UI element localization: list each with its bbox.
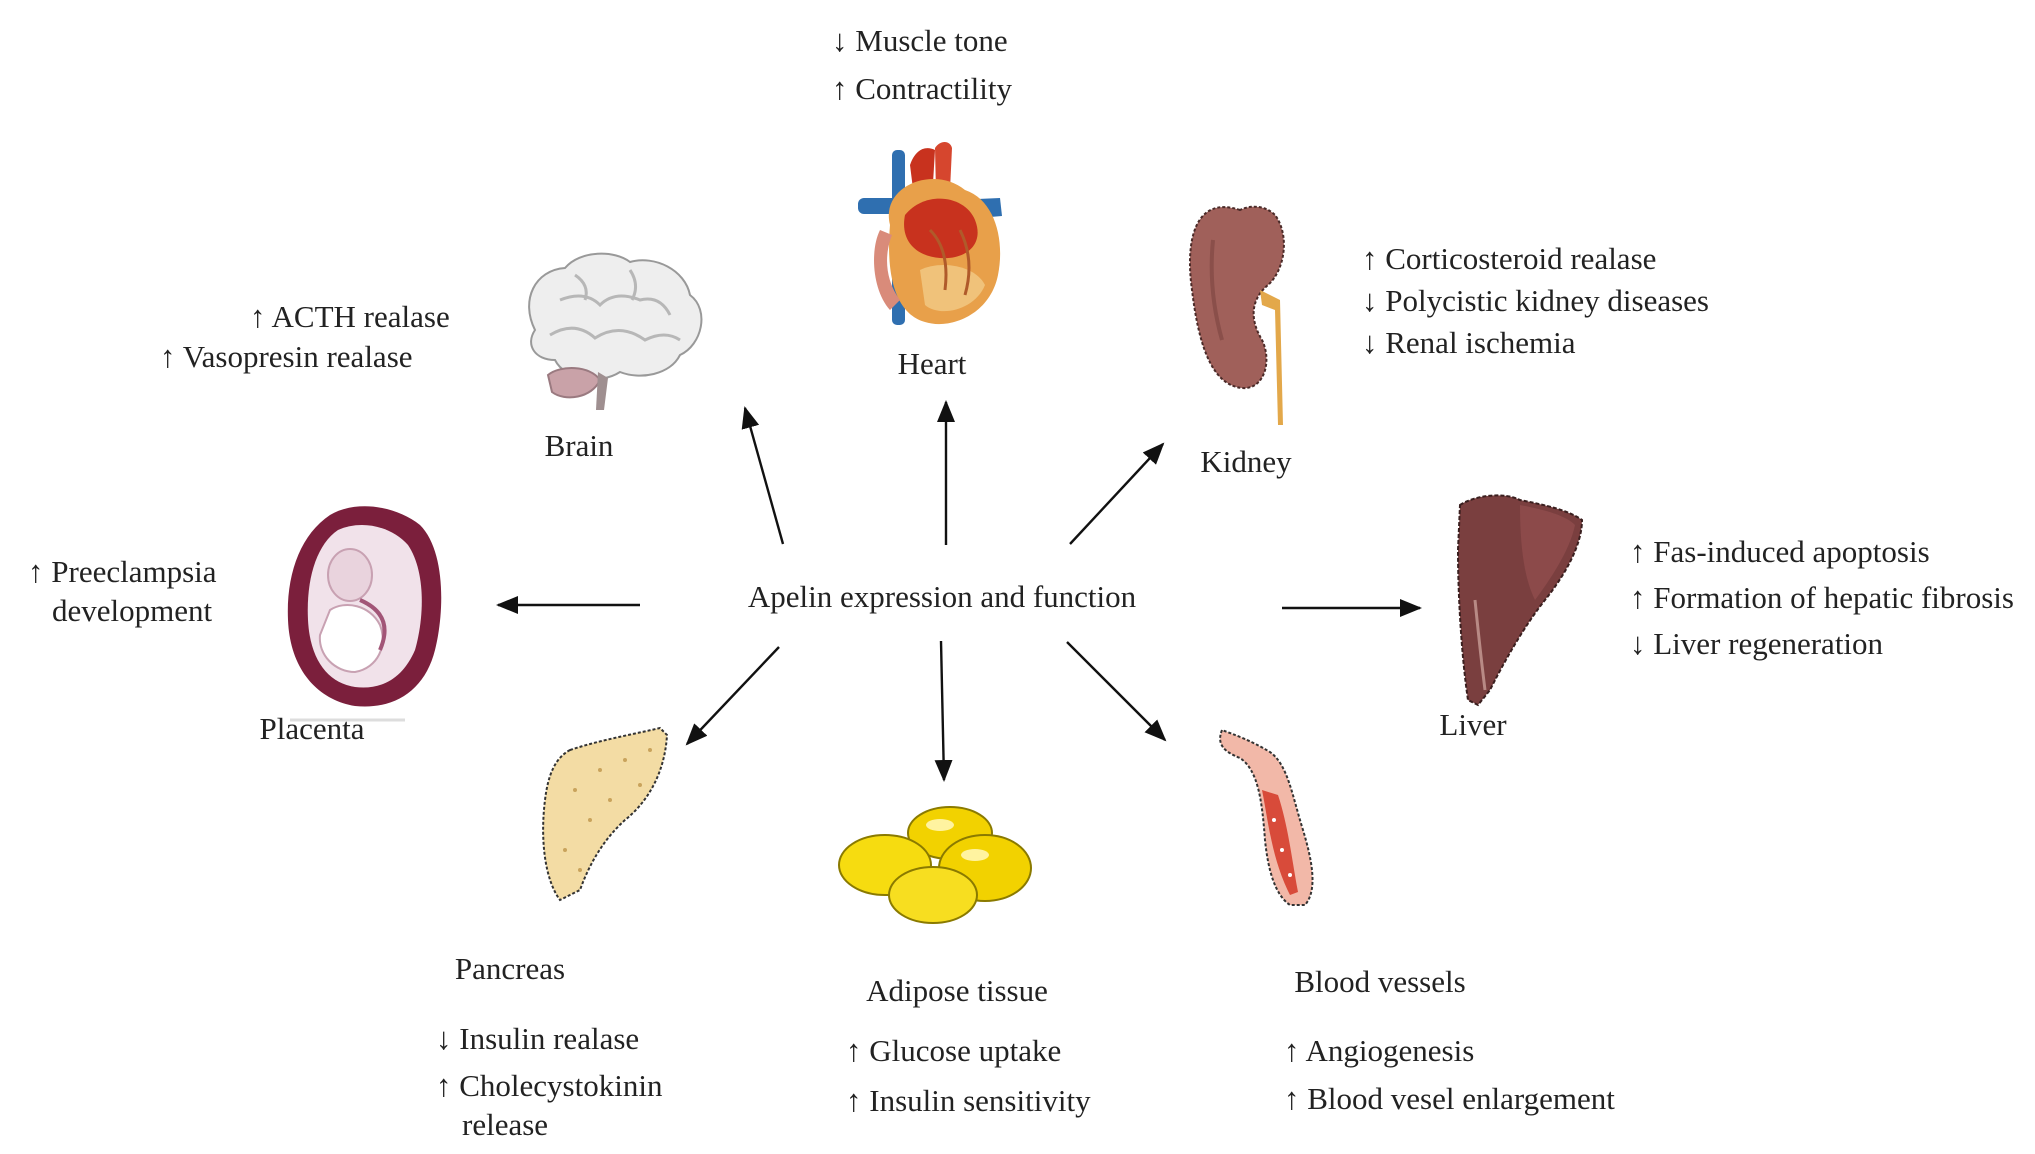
placenta-effect-1: ↑ Preeclampsia: [28, 554, 217, 589]
heart-effect-2: ↑ Contractility: [832, 71, 1012, 106]
brain-effect-1: ↑ ACTH realase: [250, 299, 450, 334]
blood-vessels-effect-2: ↑ Blood vesel enlargement: [1284, 1081, 1615, 1116]
adipose-effect-2: ↑ Insulin sensitivity: [846, 1083, 1091, 1118]
pancreas-icon: [542, 726, 669, 902]
pancreas-effect-2: ↑ Cholecystokinin: [436, 1068, 663, 1103]
adipose-effect-1: ↑ Glucose uptake: [846, 1033, 1062, 1068]
arrow-to-brain: [741, 406, 785, 545]
pancreas-effect-1: ↓ Insulin realase: [436, 1021, 640, 1056]
arrow-to-pancreas: [685, 646, 780, 746]
center-label: Apelin expression and function: [747, 579, 1137, 614]
blood-vessels-effect-1: ↑ Angiogenesis: [1284, 1033, 1475, 1068]
brain-effect-2: ↑ Vasopresin realase: [160, 339, 413, 374]
brain-label: Brain: [544, 428, 614, 463]
arrow-to-adipose: [934, 640, 953, 782]
arrow-to-kidney: [1069, 442, 1165, 545]
adipose-icon: [838, 806, 1032, 924]
kidney-icon: [1189, 205, 1285, 425]
arrows: [496, 400, 1422, 782]
placenta-icon: [287, 506, 442, 722]
liver-icon: [1456, 494, 1584, 707]
kidney-label: Kidney: [1200, 444, 1292, 479]
kidney-effect-3: ↓ Renal ischemia: [1362, 325, 1576, 360]
liver-effect-2: ↑ Formation of hepatic fibrosis: [1630, 580, 2014, 615]
pancreas-label: Pancreas: [454, 951, 566, 986]
blood-vessel-icon: [1219, 728, 1314, 906]
heart-label: Heart: [897, 346, 967, 381]
adipose-label: Adipose tissue: [866, 973, 1048, 1008]
kidney-effect-2: ↓ Polycistic kidney diseases: [1362, 283, 1709, 318]
arrow-to-blood-vessels: [1066, 641, 1167, 742]
liver-effect-3: ↓ Liver regeneration: [1630, 626, 1884, 661]
kidney-effect-1: ↑ Corticosteroid realase: [1362, 241, 1657, 276]
brain-icon: [528, 252, 703, 410]
placenta-label: Placenta: [259, 711, 365, 746]
heart-icon: [858, 142, 1002, 325]
placenta-effect-2: development: [52, 593, 213, 628]
pancreas-effect-3: release: [462, 1107, 549, 1142]
blood-vessels-label: Blood vessels: [1294, 964, 1466, 999]
heart-effect-1: ↓ Muscle tone: [832, 23, 1008, 58]
liver-effect-1: ↑ Fas-induced apoptosis: [1630, 534, 1930, 569]
liver-label: Liver: [1439, 707, 1507, 742]
